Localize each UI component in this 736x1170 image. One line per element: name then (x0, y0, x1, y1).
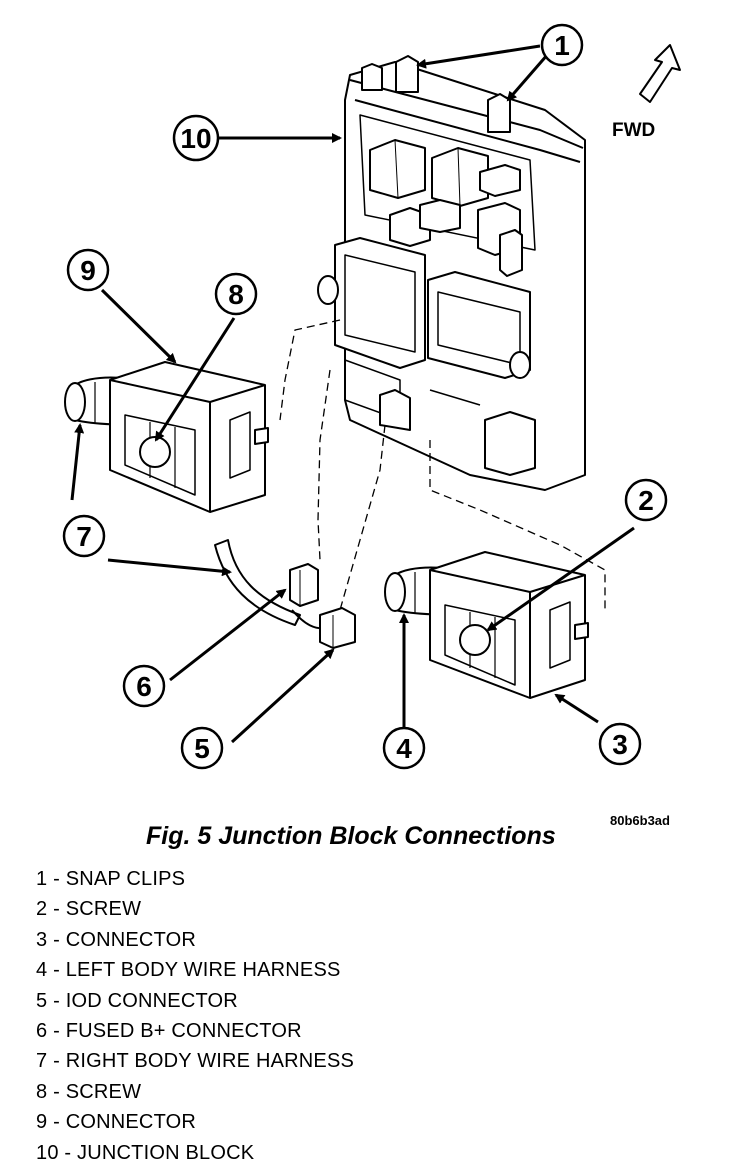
legend-item: 8 - SCREW (36, 1080, 142, 1103)
junction-block (317, 55, 586, 491)
callout-3: 3 (598, 722, 642, 766)
svg-text:6: 6 (136, 671, 152, 702)
callout-7: 7 (62, 514, 106, 558)
leader-arrows (70, 44, 635, 744)
figure-code: 80b6b3ad (610, 813, 670, 828)
svg-text:10: 10 (180, 123, 211, 154)
svg-text:5: 5 (194, 733, 210, 764)
legend-item: 6 - FUSED B+ CONNECTOR (36, 1020, 302, 1043)
legend-item: 3 - CONNECTOR (36, 928, 197, 951)
callout-4: 4 (382, 726, 426, 770)
junction-block-diagram: FWD 1 2 3 4 5 6 7 (62, 23, 681, 770)
left-harness-connector (384, 551, 589, 699)
legend-item: 5 - IOD CONNECTOR (36, 989, 238, 1012)
legend-item: 9 - CONNECTOR (36, 1111, 197, 1134)
callout-2: 2 (624, 478, 668, 522)
legend-item: 7 - RIGHT BODY WIRE HARNESS (36, 1050, 355, 1073)
svg-text:8: 8 (228, 279, 244, 310)
legend-item: 10 - JUNCTION BLOCK (36, 1141, 255, 1164)
routing-lines (279, 319, 606, 611)
callout-5: 5 (180, 726, 224, 770)
svg-text:3: 3 (612, 729, 628, 760)
callout-6: 6 (122, 664, 166, 708)
iod-and-fused-connectors (214, 539, 356, 649)
callout-1: 1 (540, 23, 584, 67)
legend-list: 1 - SNAP CLIPS 2 - SCREW 3 - CONNECTOR 4… (36, 864, 354, 1168)
callout-8: 8 (214, 272, 258, 316)
svg-text:1: 1 (554, 30, 570, 61)
callout-10: 10 (172, 114, 220, 162)
callout-9: 9 (66, 248, 110, 292)
right-harness-connector (64, 361, 269, 513)
fwd-direction-icon: FWD (612, 44, 681, 141)
legend-item: 2 - SCREW (36, 898, 142, 921)
svg-text:9: 9 (80, 255, 96, 286)
legend-item: 4 - LEFT BODY WIRE HARNESS (36, 959, 341, 982)
fwd-label: FWD (612, 120, 655, 141)
svg-text:4: 4 (396, 733, 412, 764)
svg-text:7: 7 (76, 521, 92, 552)
figure-caption: Fig. 5 Junction Block Connections (146, 822, 556, 850)
legend-item: 1 - SNAP CLIPS (36, 868, 186, 890)
svg-text:2: 2 (638, 485, 654, 516)
